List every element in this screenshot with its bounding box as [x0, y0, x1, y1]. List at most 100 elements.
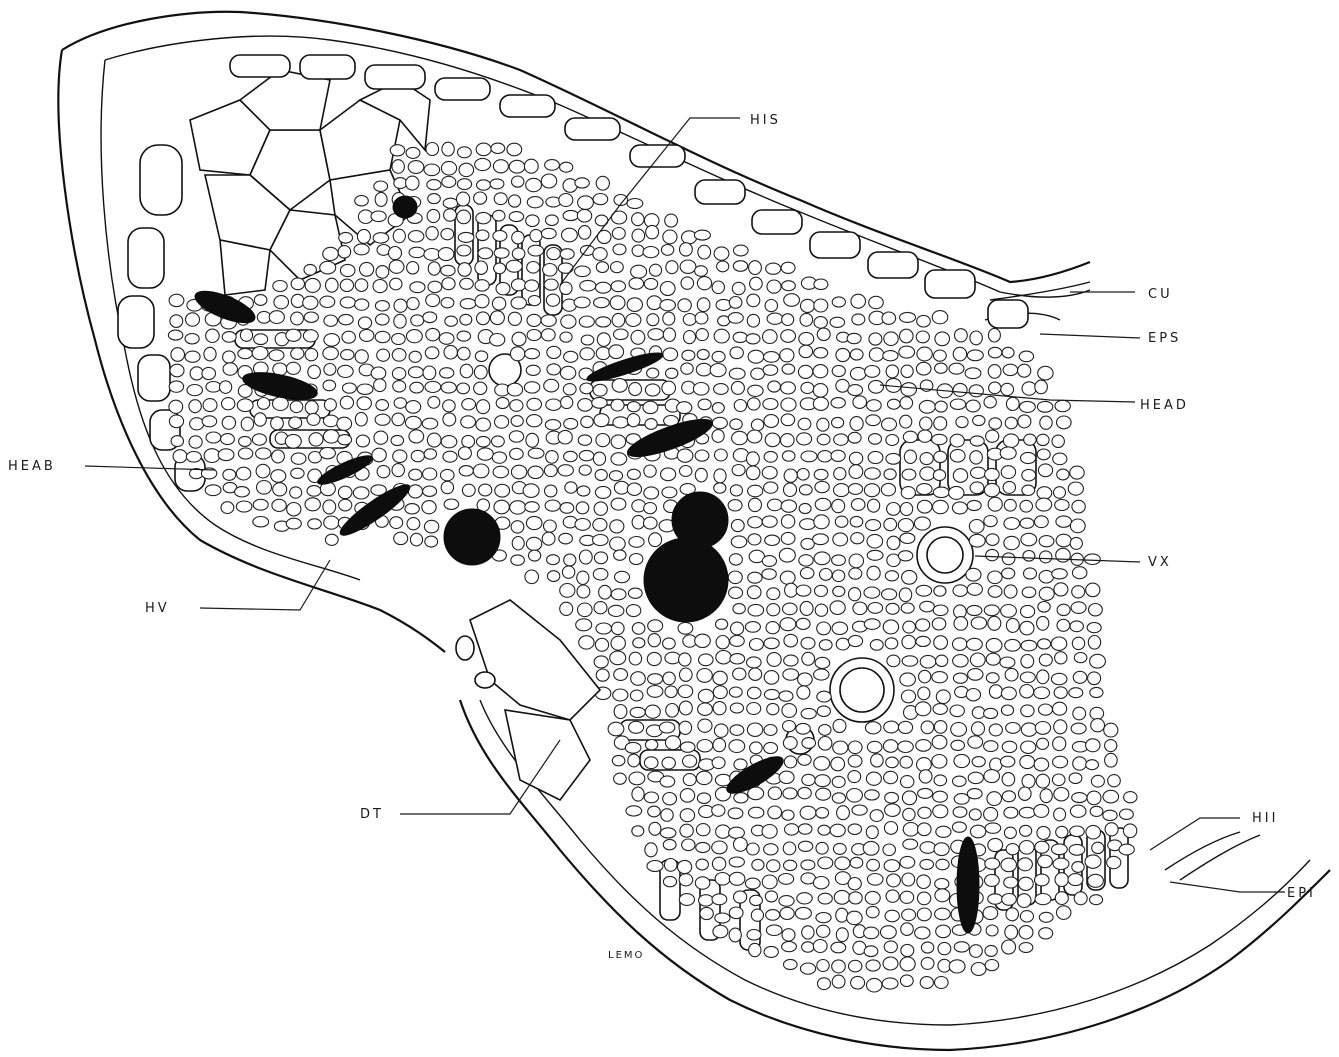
parenchyma-cell	[444, 345, 457, 359]
parenchyma-cell	[495, 416, 509, 429]
parenchyma-cell	[579, 316, 594, 327]
parenchyma-cell	[815, 585, 828, 596]
parenchyma-cell	[986, 430, 999, 442]
parenchyma-cell	[560, 162, 573, 172]
parenchyma-cell	[1022, 774, 1035, 788]
parenchyma-cell	[1020, 755, 1035, 768]
parenchyma-cell	[832, 417, 844, 427]
parenchyma-cell	[410, 533, 422, 546]
parenchyma-cell	[834, 468, 846, 480]
parenchyma-cell	[659, 722, 674, 733]
parenchyma-cell	[546, 294, 559, 306]
parenchyma-cell	[920, 467, 935, 480]
parenchyma-cell	[903, 808, 915, 820]
parenchyma-cell	[510, 501, 526, 514]
parenchyma-cell	[697, 298, 710, 312]
parenchyma-cell	[320, 261, 336, 274]
parenchyma-cell	[781, 414, 795, 426]
parenchyma-cell	[1069, 688, 1083, 698]
parenchyma-cell	[1108, 775, 1121, 787]
parenchyma-cell	[493, 231, 507, 242]
parenchyma-cell	[899, 346, 915, 358]
parenchyma-cell	[441, 382, 456, 393]
parenchyma-cell	[611, 262, 624, 273]
parenchyma-cell	[525, 280, 539, 291]
parenchyma-cell	[508, 195, 520, 207]
parenchyma-cell	[1002, 773, 1015, 786]
parenchyma-cell	[594, 298, 610, 308]
parenchyma-cell	[936, 925, 951, 938]
parenchyma-cell	[492, 452, 506, 463]
parenchyma-cell	[817, 434, 830, 445]
parenchyma-cell	[884, 518, 897, 530]
parenchyma-cell	[626, 314, 641, 327]
parenchyma-cell	[885, 638, 898, 649]
parenchyma-cell	[648, 329, 664, 340]
parenchyma-cell	[663, 328, 675, 342]
parenchyma-cell	[714, 329, 729, 343]
parenchyma-cell	[901, 365, 913, 377]
parenchyma-cell	[221, 502, 234, 514]
parenchyma-cell	[917, 315, 931, 327]
parenchyma-cell	[784, 655, 798, 666]
parenchyma-cell	[747, 703, 761, 715]
parenchyma-cell	[647, 296, 661, 310]
parenchyma-cell	[632, 515, 644, 529]
parenchyma-cell	[1019, 926, 1033, 939]
parenchyma-cell	[917, 908, 931, 921]
parenchyma-cell	[749, 807, 764, 818]
parenchyma-cell	[1053, 737, 1066, 751]
parenchyma-cell	[988, 894, 1003, 904]
parenchyma-cell	[680, 668, 693, 681]
parenchyma-cell	[648, 620, 663, 632]
parenchyma-cell	[831, 757, 845, 771]
parenchyma-cell	[921, 721, 934, 734]
parenchyma-cell	[1072, 793, 1087, 803]
parenchyma-cell	[767, 653, 781, 667]
parenchyma-cell	[968, 736, 983, 748]
parenchyma-cell	[341, 350, 354, 360]
parenchyma-cell	[865, 790, 880, 800]
parenchyma-cell	[867, 874, 883, 886]
parenchyma-cell	[883, 844, 896, 856]
parenchyma-cell	[460, 278, 474, 289]
parenchyma-cell	[579, 636, 594, 649]
parenchyma-cell	[783, 737, 797, 750]
parenchyma-cell	[477, 400, 490, 414]
parenchyma-cell	[611, 589, 626, 600]
parenchyma-cell	[614, 329, 629, 340]
parenchyma-cell	[712, 430, 724, 443]
parenchyma-cell	[1038, 639, 1051, 649]
parenchyma-cell	[614, 669, 628, 681]
parenchyma-cell	[918, 430, 932, 442]
parenchyma-cell	[849, 554, 863, 568]
parenchyma-cell	[562, 228, 578, 242]
parenchyma-cell	[577, 486, 590, 496]
parenchyma-cell	[935, 908, 951, 920]
parenchyma-cell	[867, 400, 882, 411]
parenchyma-cell	[457, 179, 471, 190]
parenchyma-cell	[664, 859, 677, 872]
parenchyma-cell	[596, 623, 612, 634]
parenchyma-cell	[797, 893, 812, 904]
parenchyma-cell	[865, 366, 880, 378]
parenchyma-cell	[818, 825, 830, 835]
parenchyma-cell	[428, 194, 441, 204]
parenchyma-cell	[984, 516, 997, 527]
parenchyma-cell	[558, 263, 573, 273]
parenchyma-cell	[1056, 534, 1071, 547]
parenchyma-cell	[323, 430, 339, 443]
parenchyma-cell	[355, 299, 369, 310]
parenchyma-cell	[817, 691, 831, 702]
parenchyma-cell	[547, 346, 561, 358]
parenchyma-cell	[524, 382, 539, 393]
parenchyma-cell	[1055, 652, 1067, 664]
parenchyma-cell	[864, 927, 879, 939]
parenchyma-cell	[490, 311, 504, 325]
parenchyma-cell	[324, 364, 336, 376]
parenchyma-cell	[495, 484, 510, 497]
parenchyma-cell	[729, 827, 745, 838]
parenchyma-cell	[222, 416, 235, 429]
parenchyma-cell	[392, 160, 404, 174]
parenchyma-cell	[1104, 723, 1118, 737]
